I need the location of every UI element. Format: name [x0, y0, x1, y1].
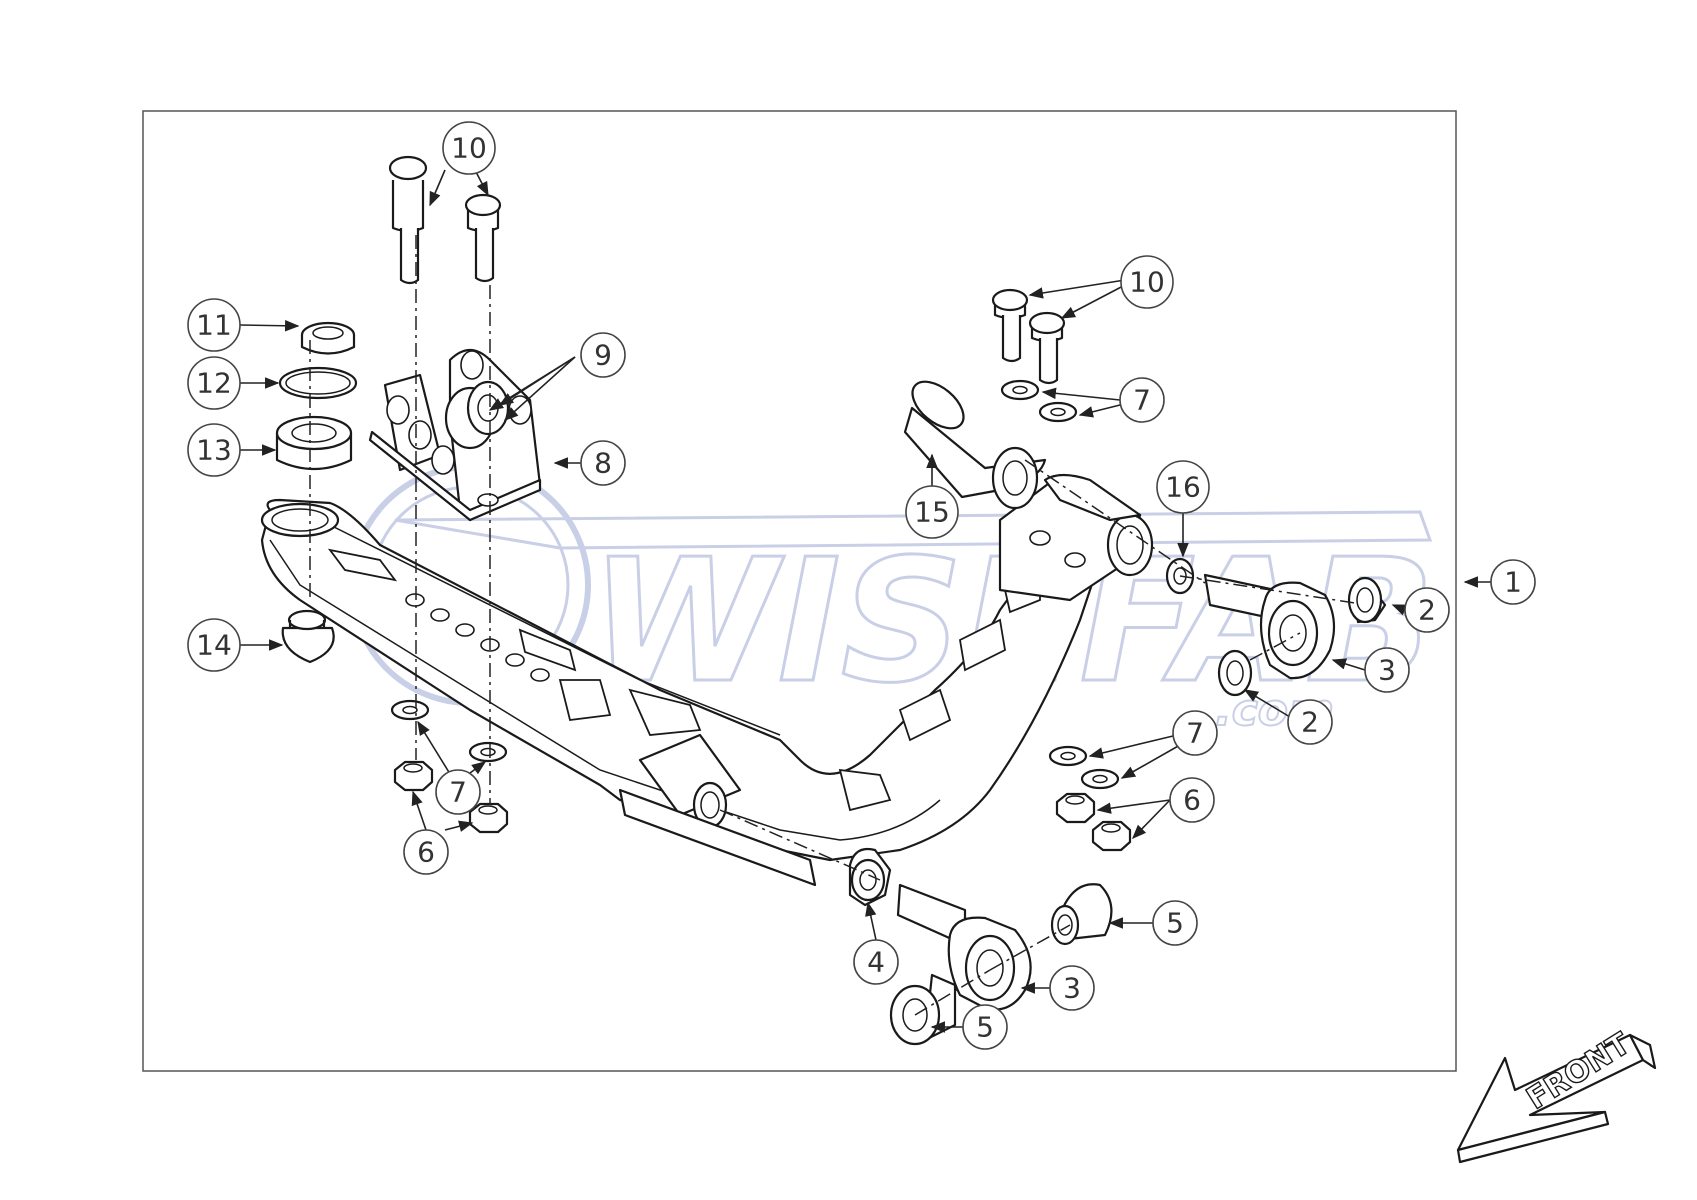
callout-10-right-label: 10 — [1129, 266, 1165, 299]
callout-13-label: 13 — [196, 434, 232, 467]
part-3-rod-end-upper — [1203, 573, 1336, 680]
callout-7-right-upper-label: 7 — [1133, 384, 1151, 417]
callout-7-left: 7 — [435, 769, 481, 815]
callout-14: 14 — [187, 618, 241, 672]
callout-1-label: 1 — [1504, 566, 1522, 599]
part-4-jam-nut — [848, 847, 892, 907]
callout-12: 12 — [187, 356, 241, 410]
callout-4-label: 4 — [867, 946, 885, 979]
front-direction-arrow: FRONT — [1456, 1025, 1657, 1164]
callout-13: 13 — [187, 423, 241, 477]
callout-12-label: 12 — [196, 367, 232, 400]
part-12-circlip — [278, 366, 358, 400]
callout-5-lower: 5 — [962, 1004, 1008, 1050]
callout-2-lower: 2 — [1287, 699, 1333, 745]
part-9-bushings — [444, 380, 510, 450]
part-6-nuts — [393, 760, 1132, 852]
callout-2-upper: 2 — [1404, 587, 1450, 633]
callout-6-right-label: 6 — [1183, 784, 1201, 817]
callout-1: 1 — [1490, 559, 1536, 605]
part-2-spacers-upper — [1217, 576, 1387, 697]
callout-11-label: 11 — [196, 309, 232, 342]
callout-8-label: 8 — [594, 447, 612, 480]
callout-10-right: 10 — [1120, 255, 1174, 309]
part-10-bolt-left-a — [388, 155, 428, 285]
callout-7-right-lower: 7 — [1172, 710, 1218, 756]
callout-2-upper-label: 2 — [1418, 594, 1436, 627]
callout-7-right-upper: 7 — [1119, 377, 1165, 423]
callout-14-label: 14 — [196, 629, 232, 662]
callout-15-label: 15 — [914, 496, 950, 529]
callout-3-upper-label: 3 — [1378, 654, 1396, 687]
callout-11: 11 — [187, 298, 241, 352]
callout-16-label: 16 — [1165, 471, 1201, 504]
part-15-sleeve — [903, 380, 1047, 510]
callout-6-right: 6 — [1169, 777, 1215, 823]
drawing-frame — [142, 110, 1457, 1072]
callout-3-upper: 3 — [1364, 647, 1410, 693]
callout-15: 15 — [905, 485, 959, 539]
callout-10-left: 10 — [442, 121, 496, 175]
part-10-bolt-right-a — [991, 288, 1029, 363]
centerlines — [309, 235, 1356, 1016]
callout-5-upper-label: 5 — [1166, 907, 1184, 940]
callout-2-lower-label: 2 — [1301, 706, 1319, 739]
part-13-bearing — [275, 415, 353, 470]
part-10-bolt-left-b — [464, 193, 502, 283]
callout-3-lower: 3 — [1049, 965, 1095, 1011]
callout-3-lower-label: 3 — [1063, 972, 1081, 1005]
lower-control-arm — [260, 473, 1154, 887]
callout-5-upper: 5 — [1152, 900, 1198, 946]
callout-4: 4 — [853, 939, 899, 985]
leader-lines — [239, 169, 1493, 1033]
callout-10-left-label: 10 — [451, 132, 487, 165]
callout-9: 9 — [580, 332, 626, 378]
part-10-bolt-right-b — [1028, 311, 1066, 385]
callout-7-right-lower-label: 7 — [1186, 717, 1204, 750]
part-7-washers — [390, 379, 1120, 790]
callout-9-label: 9 — [594, 339, 612, 372]
callout-6-left-label: 6 — [417, 836, 435, 869]
callout-8: 8 — [580, 440, 626, 486]
callout-7-left-label: 7 — [449, 776, 467, 809]
callout-6-left: 6 — [403, 829, 449, 875]
callout-5-lower-label: 5 — [976, 1011, 994, 1044]
callout-16: 16 — [1156, 460, 1210, 514]
part-14-spacer — [281, 609, 335, 664]
part-11-cap — [300, 321, 356, 355]
